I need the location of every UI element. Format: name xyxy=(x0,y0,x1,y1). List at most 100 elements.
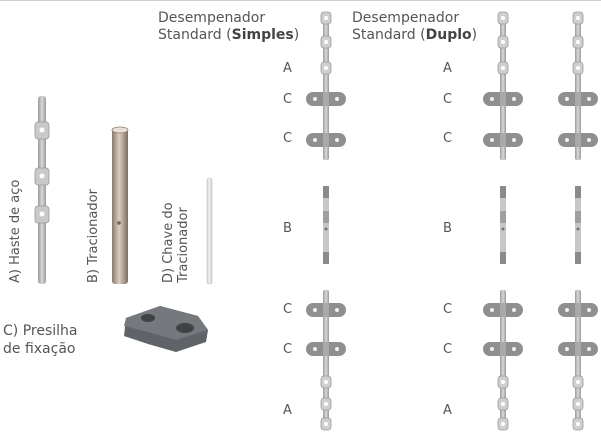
assembly-duplo-left-clip-1-rod-through xyxy=(500,92,506,106)
part-b-tensioner xyxy=(111,126,129,284)
label-a-duplo-bottom: A xyxy=(443,403,452,418)
assembly-duplo-left-link-3-hole xyxy=(501,66,505,70)
assembly-duplo-left-clip-3-dot-right xyxy=(512,308,516,312)
assembly-duplo-left-link-4-hole xyxy=(501,380,505,384)
assembly-duplo-left-tensioner-top-cap xyxy=(500,186,506,198)
label-a-simples-bottom: A xyxy=(283,403,292,418)
assembly-duplo-left-link-6-hole xyxy=(501,422,505,426)
label-c-duplo-2: C xyxy=(443,131,453,146)
assembly-duplo-left-link-5-hole xyxy=(501,402,505,406)
assembly-duplo-left-rod-lower xyxy=(500,290,506,428)
title-duplo: Desempenador Standard (Duplo) xyxy=(352,10,477,44)
assembly-duplo-left-tensioner-mid-band xyxy=(500,211,506,223)
assembly-duplo-left-clip-3-rod-through xyxy=(500,303,506,317)
assembly-simples-clip-2-dot-right xyxy=(335,138,339,142)
assembly-duplo-right-clip-3-dot-left xyxy=(565,308,569,312)
assembly-duplo-right-rod-lower xyxy=(575,290,581,428)
assembly-duplo-left-link-2-hole xyxy=(501,40,505,44)
title-simples-line1: Desempenador xyxy=(158,10,266,26)
assembly-duplo-left-clip-4-rod-through xyxy=(500,342,506,356)
assembly-duplo-right-clip-4-rod-through xyxy=(575,342,581,356)
assembly-simples-clip-3-rod-through xyxy=(323,303,329,317)
assembly-simples-clip-4-dot-right xyxy=(335,347,339,351)
assembly-duplo-left-clip-2-dot-left xyxy=(490,138,494,142)
label-c-duplo-3: C xyxy=(443,302,453,317)
part-d-tensioner-key xyxy=(206,177,213,285)
assembly-simples-tensioner xyxy=(323,186,329,264)
label-c-simples-1: C xyxy=(283,92,293,107)
assembly-duplo-left-clip-1-dot-left xyxy=(490,97,494,101)
assembly-drawings xyxy=(306,11,598,431)
assembly-duplo-left-clip-2-rod-through xyxy=(500,133,506,147)
assembly-duplo-right-clip-2-rod-through xyxy=(575,133,581,147)
assembly-simples-rod-upper xyxy=(323,14,329,160)
label-c-duplo-1: C xyxy=(443,92,453,107)
assembly-duplo-right-tensioner-mid-dot xyxy=(576,227,580,231)
assembly-simples-clip-1-dot-left xyxy=(313,97,317,101)
label-c-simples-3: C xyxy=(283,302,293,317)
assembly-duplo-right-clip-3-dot-right xyxy=(587,308,591,312)
label-c-simples-2: C xyxy=(283,131,293,146)
assembly-simples-clip-1-rod-through xyxy=(323,92,329,106)
assembly-duplo-right-tensioner-mid-band xyxy=(575,211,581,223)
label-a-simples-top: A xyxy=(283,61,292,76)
label-b-duplo: B xyxy=(443,221,452,236)
assembly-simples-link-1-hole xyxy=(324,16,328,20)
assembly-duplo-right-link-2-hole xyxy=(576,40,580,44)
assembly-duplo-right-tensioner-top-cap xyxy=(575,186,581,198)
assembly-duplo-right-clip-3-rod-through xyxy=(575,303,581,317)
part-label-c: C) Presilha de fixação xyxy=(3,322,77,358)
assembly-duplo-right-link-1-hole xyxy=(576,16,580,20)
part-label-c-line2: de fixação xyxy=(3,341,76,357)
assembly-duplo-right-link-3-hole xyxy=(576,66,580,70)
assembly-duplo-right-clip-1-rod-through xyxy=(575,92,581,106)
assembly-duplo-right-rod-upper xyxy=(575,14,581,160)
assembly-duplo-left-tensioner-bottom-cap xyxy=(500,252,506,264)
label-c-simples-4: C xyxy=(283,342,293,357)
assembly-simples-clip-2-dot-left xyxy=(313,138,317,142)
assembly-duplo-right-clip-2-dot-left xyxy=(565,138,569,142)
assembly-duplo-right-clip-2-dot-right xyxy=(587,138,591,142)
label-c-duplo-4: C xyxy=(443,342,453,357)
title-simples: Desempenador Standard (Simples) xyxy=(158,10,299,44)
assembly-simples-clip-3-dot-left xyxy=(313,308,317,312)
assembly-duplo-left-clip-4-dot-right xyxy=(512,347,516,351)
assembly-duplo-right-clip-1-dot-right xyxy=(587,97,591,101)
assembly-simples-link-4-hole xyxy=(324,380,328,384)
assembly-duplo-left-tensioner xyxy=(500,186,506,264)
assembly-duplo-left-clip-1-dot-right xyxy=(512,97,516,101)
assembly-duplo-right-tensioner xyxy=(575,186,581,264)
assembly-simples-clip-4-rod-through xyxy=(323,342,329,356)
assembly-duplo-left-tensioner-mid-dot xyxy=(501,227,505,231)
assembly-duplo-right-link-6-hole xyxy=(576,422,580,426)
assembly-duplo-right-clip-4-dot-right xyxy=(587,347,591,351)
part-a-steel-rod xyxy=(34,96,50,284)
assembly-duplo-right-clip-4-dot-left xyxy=(565,347,569,351)
assembly-simples-tensioner-mid-dot xyxy=(324,227,328,231)
title-duplo-line2: Standard (Duplo) xyxy=(352,27,478,43)
label-b-simples: B xyxy=(283,221,292,236)
assembly-duplo-right-link-5-hole xyxy=(576,402,580,406)
assembly-simples-clip-3-dot-right xyxy=(335,308,339,312)
assembly-simples-clip-4-dot-left xyxy=(313,347,317,351)
assembly-duplo-left-clip-4-dot-left xyxy=(490,347,494,351)
assembly-simples-link-2-hole xyxy=(324,40,328,44)
assembly-simples-rod-lower xyxy=(323,290,329,428)
assembly-simples-link-5-hole xyxy=(324,402,328,406)
part-c-fixing-clip xyxy=(124,306,208,352)
title-simples-line2: Standard (Simples) xyxy=(158,27,300,43)
assembly-simples-tensioner-bottom-cap xyxy=(323,252,329,264)
assembly-simples-link-3-hole xyxy=(324,66,328,70)
assembly-duplo-left-link-1-hole xyxy=(501,16,505,20)
assembly-duplo-left-rod-upper xyxy=(500,14,506,160)
assembly-duplo-left-clip-2-dot-right xyxy=(512,138,516,142)
assembly-duplo-left-clip-3-dot-left xyxy=(490,308,494,312)
assembly-duplo-right-clip-1-dot-left xyxy=(565,97,569,101)
assembly-simples-clip-1-dot-right xyxy=(335,97,339,101)
label-a-duplo-top: A xyxy=(443,61,452,76)
assembly-simples-clip-2-rod-through xyxy=(323,133,329,147)
part-label-c-line1: C) Presilha xyxy=(3,323,78,339)
assembly-simples-link-6-hole xyxy=(324,422,328,426)
assembly-duplo-right-link-4-hole xyxy=(576,380,580,384)
